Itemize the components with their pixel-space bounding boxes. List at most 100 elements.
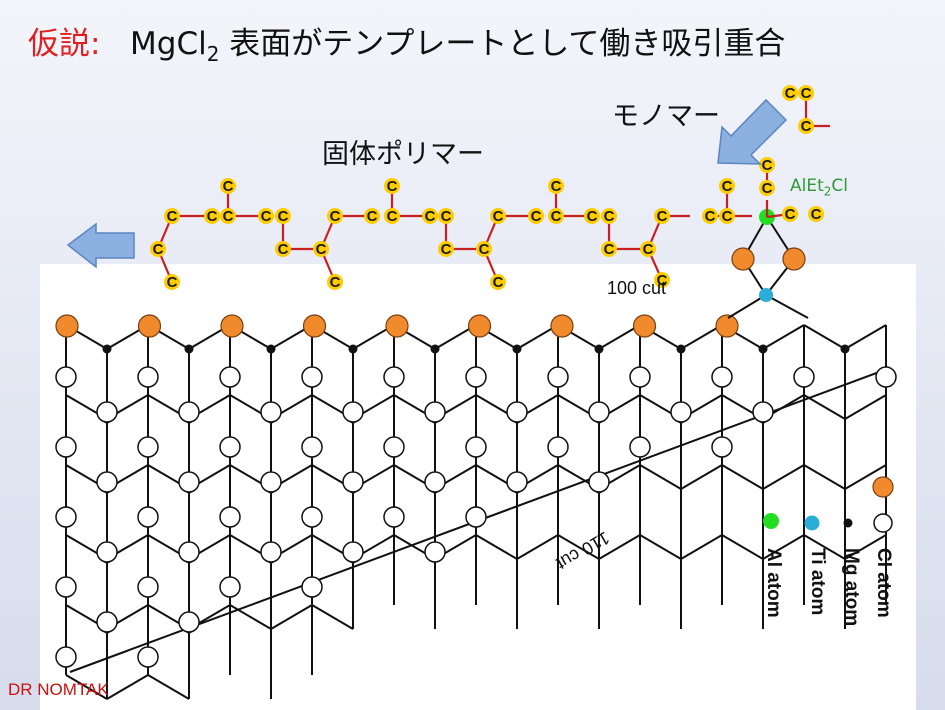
cl-atom xyxy=(137,506,159,528)
carbon-atom xyxy=(719,178,735,194)
monomer-arrow-icon xyxy=(717,98,788,165)
cl-atom xyxy=(219,366,241,388)
lattice-bond xyxy=(229,604,272,630)
cl-atom xyxy=(711,436,733,458)
carbon-label: C xyxy=(531,208,542,225)
mg-atom xyxy=(184,344,194,354)
carbon-atom xyxy=(640,241,656,257)
carbon-atom xyxy=(327,274,343,290)
cl-atom-surface xyxy=(550,314,574,338)
carbon-atom xyxy=(313,241,329,257)
left-arrow-icon xyxy=(66,222,135,269)
carbon-atom xyxy=(798,118,814,134)
lattice-bond xyxy=(598,534,641,560)
cocatalyst-sub: 2 xyxy=(823,184,832,199)
carbon-label: C xyxy=(425,208,436,225)
lattice-bond xyxy=(475,534,518,560)
cl-atom xyxy=(96,541,118,563)
carbon-atom xyxy=(220,178,236,194)
site-bond xyxy=(727,294,767,319)
mg-atom xyxy=(266,344,276,354)
formula-main: MgCl xyxy=(130,26,207,62)
lattice-bond xyxy=(639,534,682,560)
carbon-atom xyxy=(601,208,617,224)
carbon-label: C xyxy=(223,178,234,195)
carbon-label: C xyxy=(441,208,452,225)
cl-atom xyxy=(178,471,200,493)
cl-atom xyxy=(465,366,487,388)
carbon-atom xyxy=(654,208,670,224)
cl-atom xyxy=(383,506,405,528)
lattice-bond xyxy=(803,464,846,490)
solid-polymer-label: 固体ポリマー xyxy=(322,139,484,170)
cl-atom-surface xyxy=(632,314,657,338)
hypothesis-colon: : xyxy=(90,26,101,62)
cl-atom-bridge xyxy=(782,247,806,271)
lattice-bond xyxy=(803,394,846,420)
carbon-atom xyxy=(654,272,670,288)
carbon-label: C xyxy=(387,178,398,195)
cocatalyst-label: AlEt2Cl xyxy=(790,176,848,198)
lattice-bond xyxy=(844,324,887,350)
cl-atom-surface xyxy=(137,314,162,338)
cl-atom xyxy=(260,471,282,493)
carbon-atom xyxy=(220,208,236,224)
carbon-atom xyxy=(528,208,544,224)
lattice-bond xyxy=(721,464,764,490)
carbon-atom xyxy=(164,208,180,224)
carbon-label: C xyxy=(167,274,178,291)
cl-atom xyxy=(383,366,405,388)
lattice-bond xyxy=(844,534,887,560)
carbon-atom xyxy=(759,157,775,173)
carbon-label: C xyxy=(657,272,668,289)
carbon-atom xyxy=(384,208,400,224)
carbon-atom xyxy=(476,241,492,257)
cl-atom-surface xyxy=(385,314,409,338)
legend-mg-icon xyxy=(843,518,853,528)
carbon-atom xyxy=(782,206,798,222)
hypothesis-label: 仮説 xyxy=(28,26,90,62)
carbon-atom xyxy=(422,208,438,224)
cl-atom xyxy=(219,506,241,528)
ti-atom xyxy=(759,288,773,302)
cl-atom xyxy=(178,611,200,633)
cl-atom-surface xyxy=(715,314,739,338)
cl-atom xyxy=(752,401,774,423)
cl-atom xyxy=(260,401,282,423)
cl-atom xyxy=(465,506,487,528)
cl-atom xyxy=(137,646,159,668)
cl-atom xyxy=(342,401,364,423)
legend-ti-icon xyxy=(804,515,820,531)
lattice-bond xyxy=(762,464,805,490)
carbon-label: C xyxy=(801,118,812,135)
lattice-bond xyxy=(598,324,641,350)
cl-atom xyxy=(342,541,364,563)
lattice-bond xyxy=(803,324,846,350)
cl-atom xyxy=(506,401,528,423)
lattice-bond xyxy=(762,534,805,560)
carbon-label: C xyxy=(587,208,598,225)
cl-atom xyxy=(301,436,323,458)
cocatalyst-tail: Cl xyxy=(831,176,848,196)
carbon-label: C xyxy=(657,208,668,225)
lattice-bond xyxy=(721,534,764,560)
legend-al-icon xyxy=(763,513,779,529)
carbon-label: C xyxy=(722,178,733,195)
carbon-label: C xyxy=(167,208,178,225)
mg-atom xyxy=(512,344,522,354)
lattice-bond xyxy=(803,534,846,560)
carbon-atom xyxy=(808,206,824,222)
cl-atom xyxy=(588,401,610,423)
carbon-atom xyxy=(702,208,718,224)
cl-atom xyxy=(301,576,323,598)
cl-atom xyxy=(55,646,77,668)
cl-atom-surface xyxy=(467,314,492,338)
mg-atom xyxy=(348,344,358,354)
carbon-label: C xyxy=(153,241,164,258)
carbon-label: C xyxy=(762,180,773,197)
carbon-label: C xyxy=(441,241,452,258)
carbon-label: C xyxy=(330,274,341,291)
carbon-label: C xyxy=(330,208,341,225)
carbon-atom xyxy=(275,208,291,224)
